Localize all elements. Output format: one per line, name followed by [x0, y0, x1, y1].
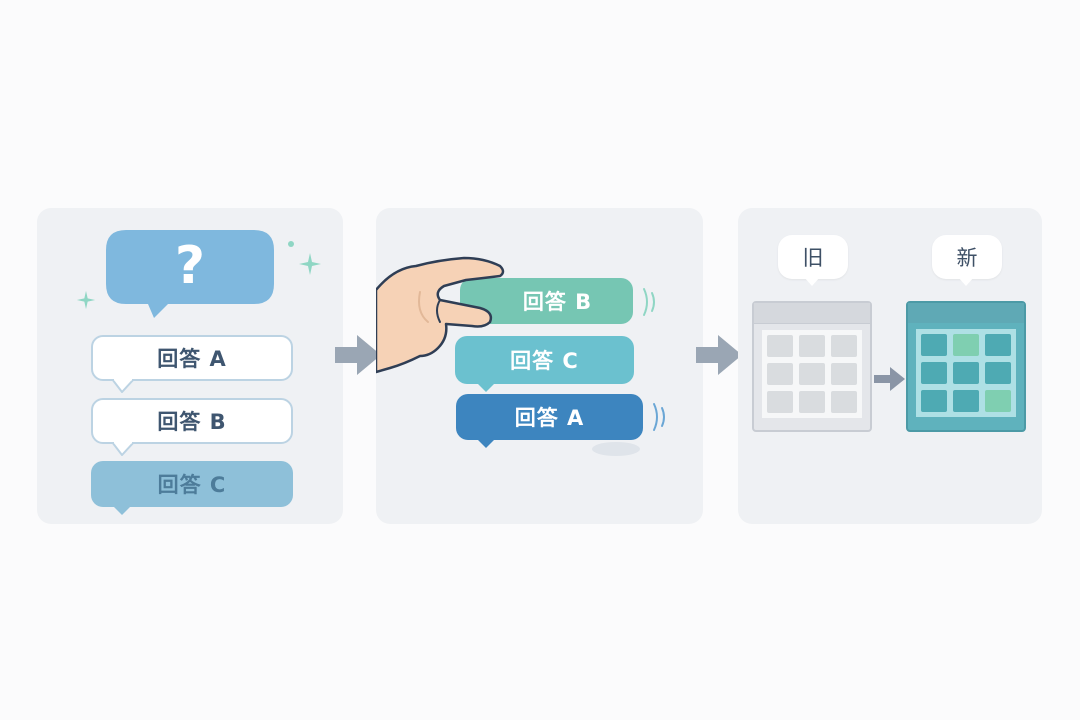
grid-body — [916, 329, 1016, 417]
answer-c-bubble: 回答 C — [91, 461, 293, 507]
grid-cell-highlight — [985, 390, 1011, 412]
arrow-right-icon — [696, 335, 742, 375]
arrow-right-icon — [874, 367, 905, 391]
grid-cell — [953, 362, 979, 384]
grid-cell — [953, 390, 979, 412]
grid-cell-highlight — [953, 334, 979, 356]
motion-lines-icon — [643, 288, 655, 316]
grid-cell — [767, 335, 793, 357]
bubble-tail — [476, 438, 496, 448]
old-grid-icon — [752, 301, 872, 432]
grid-header — [754, 303, 870, 324]
sparkle-icon — [299, 253, 321, 275]
question-mark: ? — [174, 236, 206, 296]
grid-cell — [921, 362, 947, 384]
bubble-tail — [112, 505, 132, 515]
question-bubble-icon — [106, 230, 274, 318]
answer-a-label: 回答 A — [157, 347, 227, 371]
bubble-tail — [804, 277, 820, 286]
arrow-right-icon — [335, 335, 381, 375]
answer-c-label: 回答 C — [510, 349, 579, 373]
grid-cell — [831, 363, 857, 385]
grid-cell — [799, 363, 825, 385]
bubble-tail — [958, 277, 974, 286]
answer-a-bubble: 回答 A — [91, 335, 293, 381]
grid-cell — [767, 391, 793, 413]
grid-header — [908, 303, 1024, 323]
bubble-tail — [476, 382, 496, 392]
grid-cell — [921, 334, 947, 356]
grid-cell — [831, 335, 857, 357]
hand-icon — [376, 256, 505, 374]
new-grid-icon — [906, 301, 1026, 432]
old-label-bubble: 旧 — [778, 235, 848, 279]
grid-cell — [921, 390, 947, 412]
motion-lines-icon — [653, 403, 665, 431]
answer-b-label: 回答 B — [157, 410, 227, 434]
bubble-tail — [112, 442, 134, 456]
answer-c-bubble: 回答 C — [455, 336, 634, 384]
answer-b-bubble: 回答 B — [91, 398, 293, 444]
grid-cell — [767, 363, 793, 385]
answer-c-label: 回答 C — [157, 473, 227, 497]
answer-a-bubble: 回答 A — [456, 394, 643, 440]
grid-cell — [831, 391, 857, 413]
new-label-bubble: 新 — [932, 235, 1002, 279]
bubble-tail — [112, 379, 134, 393]
sparkle-icon — [76, 290, 96, 310]
answer-a-label: 回答 A — [514, 406, 585, 430]
grid-cell — [985, 334, 1011, 356]
old-label: 旧 — [802, 246, 824, 270]
grid-cell — [799, 391, 825, 413]
grid-body — [762, 330, 862, 418]
new-label: 新 — [956, 246, 978, 270]
sparkle-dot-icon — [288, 241, 294, 247]
grid-cell — [799, 335, 825, 357]
grid-cell — [985, 362, 1011, 384]
shadow-blob — [592, 442, 640, 456]
answer-b-label: 回答 B — [522, 290, 593, 314]
